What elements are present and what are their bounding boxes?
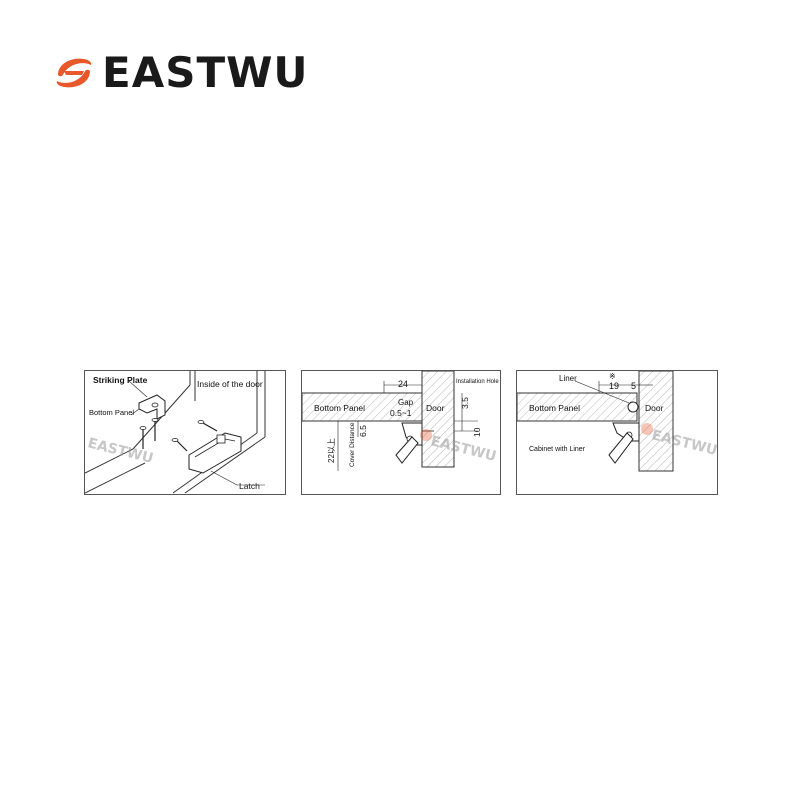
label-door: Door <box>426 403 445 413</box>
eastwu-logo-icon <box>56 58 92 88</box>
dim-19: 19 <box>609 381 619 391</box>
note-mark: ※ <box>609 372 616 381</box>
label-cabinet-with-liner: Cabinet with Liner <box>529 446 586 453</box>
dim-6-5: 6.5 <box>358 425 368 437</box>
label-bottom-panel: Bottom Panel <box>529 403 580 413</box>
label-liner: Liner <box>559 374 577 383</box>
diagram-panel-section-liner: ※ 19 5 Liner Bottom Panel Door Cabinet w… <box>516 370 718 495</box>
label-cover-distance: Cover Distance <box>349 422 356 467</box>
brand-logo: EASTWU <box>54 52 309 94</box>
label-gap: Gap <box>398 398 414 407</box>
label-inside-door: Inside of the door <box>197 379 263 389</box>
dim-24: 24 <box>398 379 408 389</box>
dim-10: 10 <box>472 427 482 437</box>
dim-5: 5 <box>631 381 636 391</box>
dim-gap-value: 0.5~1 <box>390 408 412 418</box>
label-latch: Latch <box>239 481 260 491</box>
label-bottom-panel: Bottom Panel <box>314 403 365 413</box>
dim-3-5: 3.5 <box>460 397 470 409</box>
label-bottom-panel: Bottom Panel <box>89 408 134 417</box>
svg-text:EASTWU: EASTWU <box>86 435 155 467</box>
label-installation-hole: Installation Hole <box>456 379 499 385</box>
label-door: Door <box>645 403 664 413</box>
label-striking-plate: Striking Plate <box>93 375 148 385</box>
diagram-panel-install-view: Striking Plate Bottom Panel Inside of th… <box>84 370 286 495</box>
diagram-panel-section: 24 Gap 0.5~1 3.5 10 6.5 Cover Distance 2… <box>301 370 501 495</box>
brand-name: EASTWU <box>102 48 309 97</box>
watermark: EASTWU <box>86 435 155 467</box>
dim-22-min: 22以上 <box>327 438 336 463</box>
